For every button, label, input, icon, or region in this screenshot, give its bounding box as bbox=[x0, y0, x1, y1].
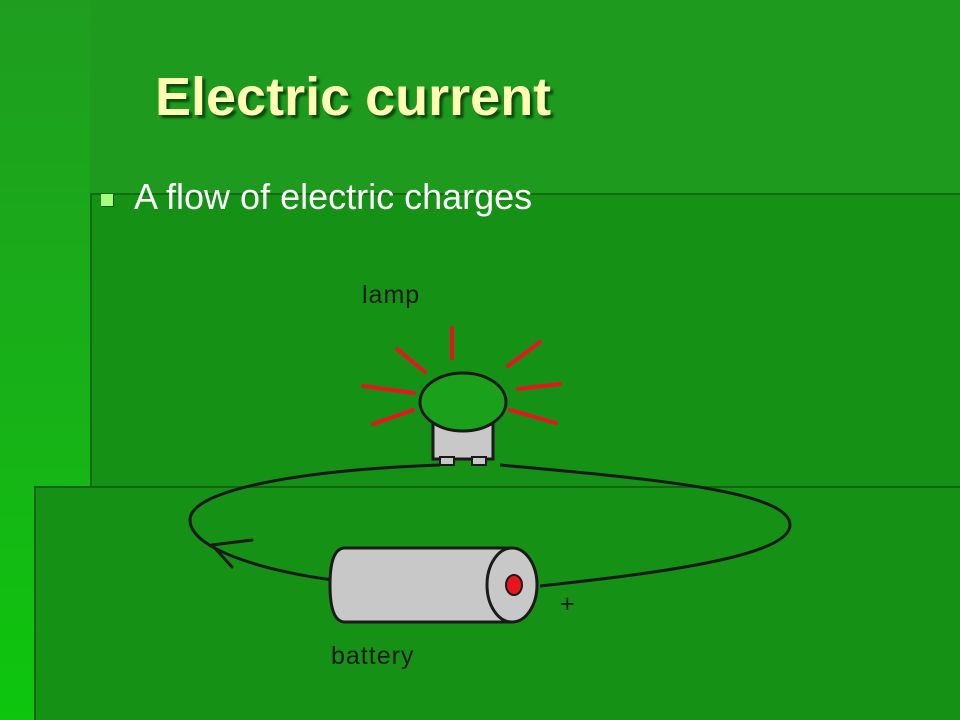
background-panel-upper bbox=[90, 193, 960, 495]
bullet-square-icon bbox=[101, 194, 113, 206]
lamp-light-rays-icon bbox=[361, 326, 562, 426]
circuit-wire bbox=[499, 463, 792, 588]
bullet-text: A flow of electric charges bbox=[134, 176, 533, 217]
current-direction-arrow-icon bbox=[210, 538, 254, 569]
slide-title: Electric current bbox=[155, 67, 552, 127]
positive-terminal-label: + bbox=[560, 590, 576, 618]
circuit-wire-left bbox=[188, 463, 441, 582]
lamp-bulb-icon bbox=[418, 371, 508, 466]
battery-icon bbox=[328, 546, 539, 624]
battery-label: battery bbox=[331, 642, 414, 670]
lamp-label: lamp bbox=[362, 281, 420, 309]
